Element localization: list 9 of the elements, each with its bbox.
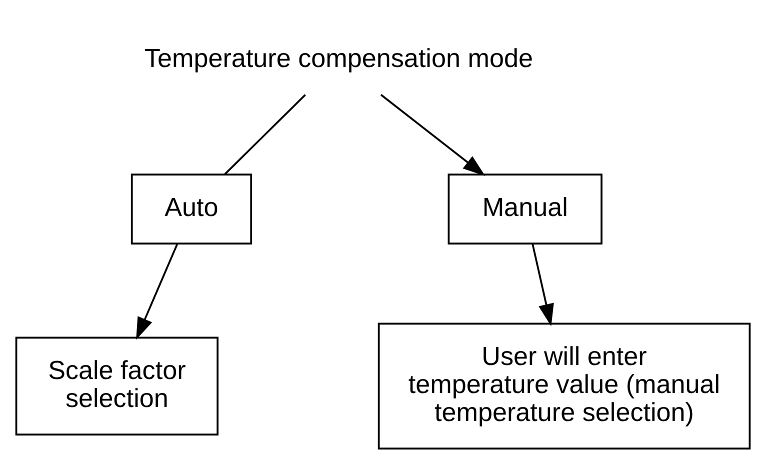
node-box: Scale factor selection [15,336,219,436]
node-box: Manual [448,174,602,244]
node-text: Temperature compensation mode [144,42,533,73]
arrow [532,244,554,326]
arrow [136,244,178,340]
arrow [380,94,486,176]
connector [224,94,306,175]
node-box: User will enter temperature value (manual temperature selection) [378,322,751,450]
node-box: Auto [130,174,252,244]
